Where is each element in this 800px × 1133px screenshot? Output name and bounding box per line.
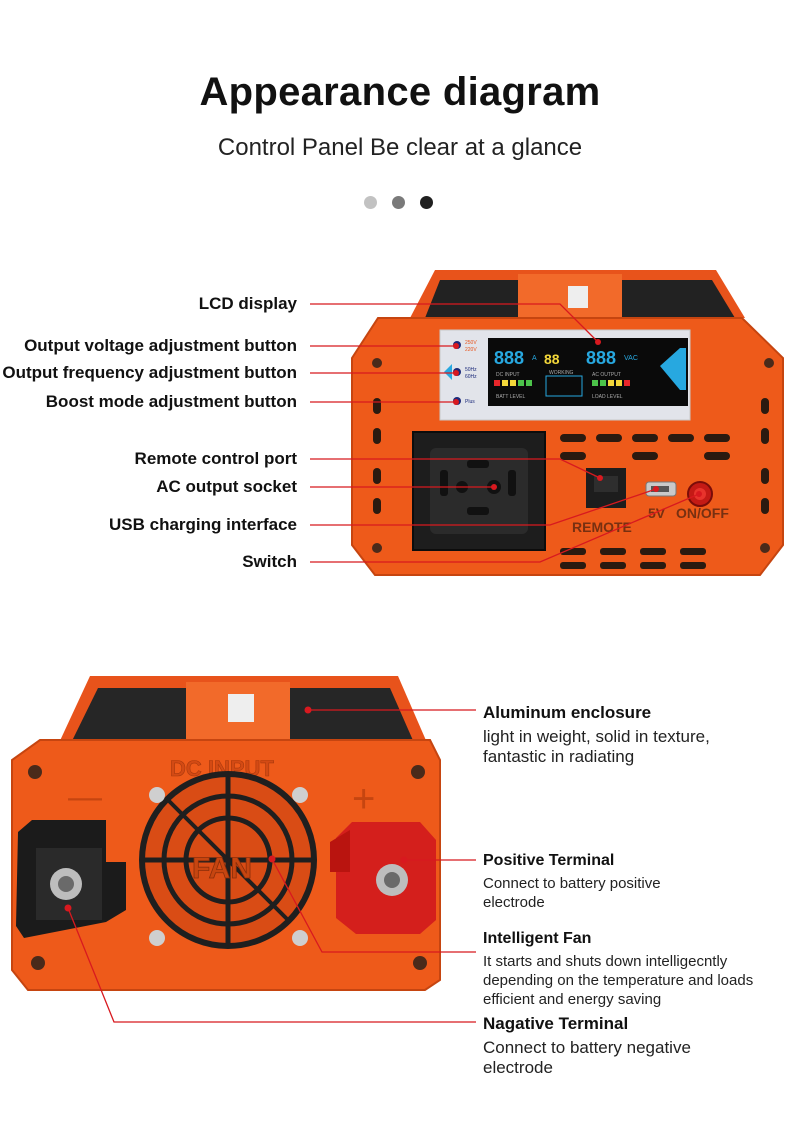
frequency-button-label2: 60Hz — [465, 374, 477, 380]
carousel-dots — [364, 196, 433, 209]
carousel-dot-1[interactable] — [364, 196, 377, 209]
callout-title: Nagative Terminal — [483, 1014, 629, 1033]
callout-ac-socket: AC output socket — [156, 477, 297, 496]
screw-icon — [764, 358, 774, 368]
lcd-dc-input: DC INPUT — [496, 372, 520, 378]
callout-negative-terminal: Nagative Terminal Connect to battery neg… — [483, 1014, 793, 1078]
callout-boost-button: Boost mode adjustment button — [45, 392, 297, 411]
screw-icon — [372, 358, 382, 368]
lcd-center-readout: 88 — [544, 351, 560, 367]
fan-label: FAN — [192, 852, 252, 885]
callout-line — [271, 858, 476, 953]
callout-frequency-button: Output frequency adjustment button — [2, 363, 297, 382]
callout-lcd-display: LCD display — [198, 294, 297, 313]
frequency-button-label: 50Hz — [465, 367, 477, 373]
minus-sign-icon: — — [68, 778, 102, 816]
carousel-dot-3[interactable] — [420, 196, 433, 209]
remote-label: REMOTE — [572, 519, 632, 535]
screw-icon — [760, 543, 770, 553]
negative-terminal — [16, 820, 126, 938]
voltage-button-label: 250V — [465, 340, 477, 346]
callout-title: Intelligent Fan — [483, 930, 592, 947]
callout-switch: Switch — [242, 552, 297, 571]
page-subtitle: Control Panel Be clear at a glance — [217, 134, 583, 161]
callout-desc: Connect to battery negative electrode — [483, 1038, 691, 1077]
page-title: Appearance diagram — [199, 70, 601, 114]
carousel-dot-2[interactable] — [392, 196, 405, 209]
chevron-decor-icon — [660, 348, 686, 390]
callout-voltage-button: Output voltage adjustment button — [24, 336, 297, 355]
callout-desc: light in weight, solid in texture, fanta… — [483, 727, 710, 766]
callout-intelligent-fan: Intelligent Fan It starts and shuts down… — [483, 930, 793, 1009]
usb-label: 5V — [648, 505, 666, 521]
lcd-left-unit: A — [532, 355, 537, 362]
positive-terminal — [330, 822, 436, 934]
callout-desc: It starts and shuts down intelligecntly … — [483, 953, 754, 1008]
boost-button-label: Plus — [465, 399, 475, 405]
lcd-right-readout: 888 — [586, 348, 616, 368]
lcd-working: WORKING — [549, 370, 574, 376]
callout-line — [310, 493, 700, 563]
callout-line — [310, 303, 599, 343]
callout-aluminum-enclosure: Aluminum enclosure light in weight, soli… — [483, 703, 793, 767]
callout-line — [310, 488, 657, 526]
callout-usb-interface: USB charging interface — [109, 515, 297, 534]
voltage-button-label2: 220V — [465, 347, 477, 353]
lcd-batt-level: BATT LEVEL — [496, 394, 525, 400]
lcd-left-readout: 888 — [494, 348, 524, 368]
callout-desc: Connect to battery positive electrode — [483, 875, 661, 911]
front-view-illustration: 888 A 88 888 VAC DC INPUT AC OUTPUT WORK… — [310, 270, 784, 576]
callout-line — [310, 458, 601, 479]
lcd-right-unit: VAC — [624, 355, 638, 362]
screw-icon — [372, 543, 382, 553]
callout-line — [67, 907, 476, 1023]
callout-remote-port: Remote control port — [134, 449, 297, 468]
switch-label: ON/OFF — [676, 505, 729, 521]
lcd-load-level: LOAD LEVEL — [592, 394, 623, 400]
lcd-display — [488, 338, 688, 406]
callout-positive-terminal: Positive Terminal Connect to battery pos… — [483, 852, 793, 912]
plus-sign-icon: + — [352, 777, 375, 821]
callout-title: Positive Terminal — [483, 852, 615, 869]
lcd-ac-output: AC OUTPUT — [592, 372, 621, 378]
callout-title: Aluminum enclosure — [483, 703, 652, 722]
